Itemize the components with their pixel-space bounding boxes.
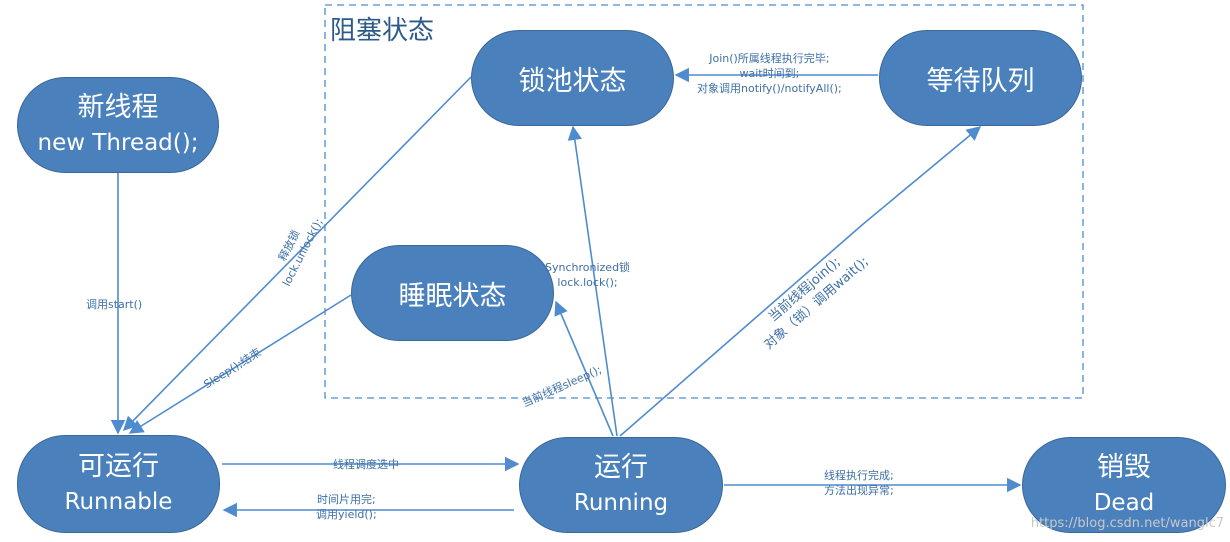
state-dead: 销毁 Dead [1022,437,1226,533]
label-schedule: 线程调度选中 [333,458,399,471]
label-sync-lock: Synchronized锁 lock.lock(); [545,260,630,290]
state-runnable: 可运行 Runnable [17,435,220,533]
state-running-subtitle: Running [573,490,669,516]
state-lock-pool: 锁池状态 [471,30,674,126]
label-notify-line3: 对象调用notify()/notifyAll(); [697,82,842,95]
state-lock-pool-title: 锁池状态 [518,65,627,97]
edge-sleep-call [554,300,614,437]
edge-sync-lock [567,125,618,437]
state-new-subtitle: new Thread(); [37,130,199,156]
state-new-thread: 新线程 new Thread(); [17,77,219,173]
state-runnable-subtitle: Runnable [64,489,173,515]
label-finish-line2: 方法出现异常; [824,484,894,497]
edge-wait [619,126,982,437]
label-notify: Join()所属线程执行完毕; wait时间到; 对象调用notify()/no… [697,51,842,96]
label-notify-line1: Join()所属线程执行完毕; [709,52,830,65]
state-sleeping: 睡眠状态 [351,245,554,341]
label-sync-line2: lock.lock(); [557,276,618,289]
state-new-title: 新线程 [77,92,159,123]
state-wait-queue: 等待队列 [879,30,1082,126]
label-sync-line1: Synchronized锁 [545,261,631,274]
state-wait-queue-title: 等待队列 [926,65,1035,97]
blocked-group-border [324,4,1084,399]
label-notify-line2: wait时间到; [739,67,800,80]
label-finish: 线程执行完成; 方法出现异常; [824,468,894,498]
state-dead-title: 销毁 [1097,452,1151,483]
state-runnable-title: 可运行 [78,451,159,482]
state-running-title: 运行 [594,452,648,483]
edge-release-lock [122,76,472,432]
label-start: 调用start() [86,298,143,311]
state-running: 运行 Running [519,437,723,533]
edge-sleep-end [128,294,352,434]
state-sleeping-title: 睡眠状态 [398,280,507,312]
watermark: https://blog.csdn.net/wanglc7 [1030,516,1224,531]
label-yield: 时间片用完; 调用yield(); [316,492,377,522]
label-finish-line1: 线程执行完成; [824,469,894,482]
label-yield-line2: 调用yield(); [316,508,377,521]
label-yield-line1: 时间片用完; [316,493,376,506]
blocked-group-title: 阻塞状态 [330,16,435,46]
state-dead-subtitle: Dead [1093,490,1155,516]
